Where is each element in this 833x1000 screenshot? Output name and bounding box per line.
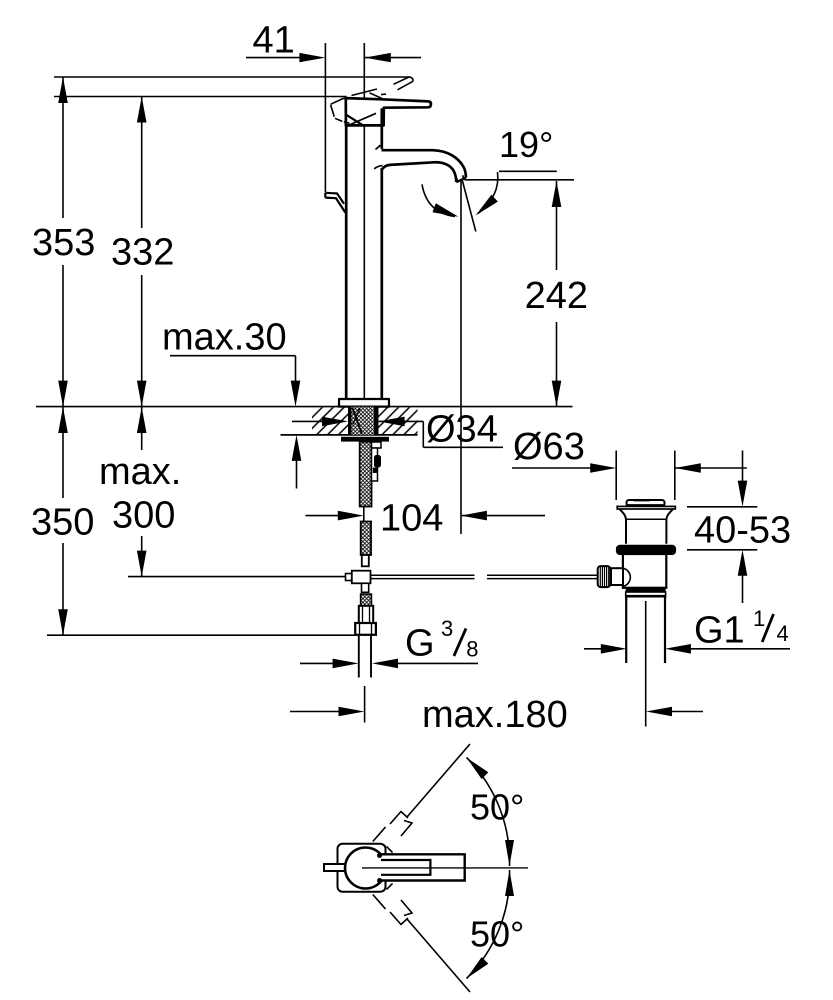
svg-text:104: 104 <box>380 498 443 540</box>
svg-text:242: 242 <box>525 275 588 317</box>
svg-text:G: G <box>405 623 435 665</box>
svg-text:1: 1 <box>753 606 765 631</box>
svg-text:41: 41 <box>253 19 295 61</box>
svg-text:Ø34: Ø34 <box>426 409 498 451</box>
svg-text:Ø63: Ø63 <box>513 426 585 468</box>
svg-text:max.180: max.180 <box>422 694 568 736</box>
svg-text:max.: max. <box>99 451 181 493</box>
svg-text:40-53: 40-53 <box>694 510 791 552</box>
svg-text:G1: G1 <box>694 610 745 652</box>
svg-text:50°: 50° <box>470 787 524 828</box>
svg-text:332: 332 <box>111 232 174 274</box>
svg-text:353: 353 <box>32 222 95 264</box>
svg-text:300: 300 <box>112 495 175 537</box>
svg-text:8: 8 <box>466 637 478 662</box>
svg-text:max.30: max.30 <box>162 317 287 359</box>
svg-text:19°: 19° <box>499 124 553 165</box>
svg-text:3: 3 <box>441 616 453 641</box>
svg-text:4: 4 <box>777 621 789 646</box>
svg-text:350: 350 <box>31 502 94 544</box>
